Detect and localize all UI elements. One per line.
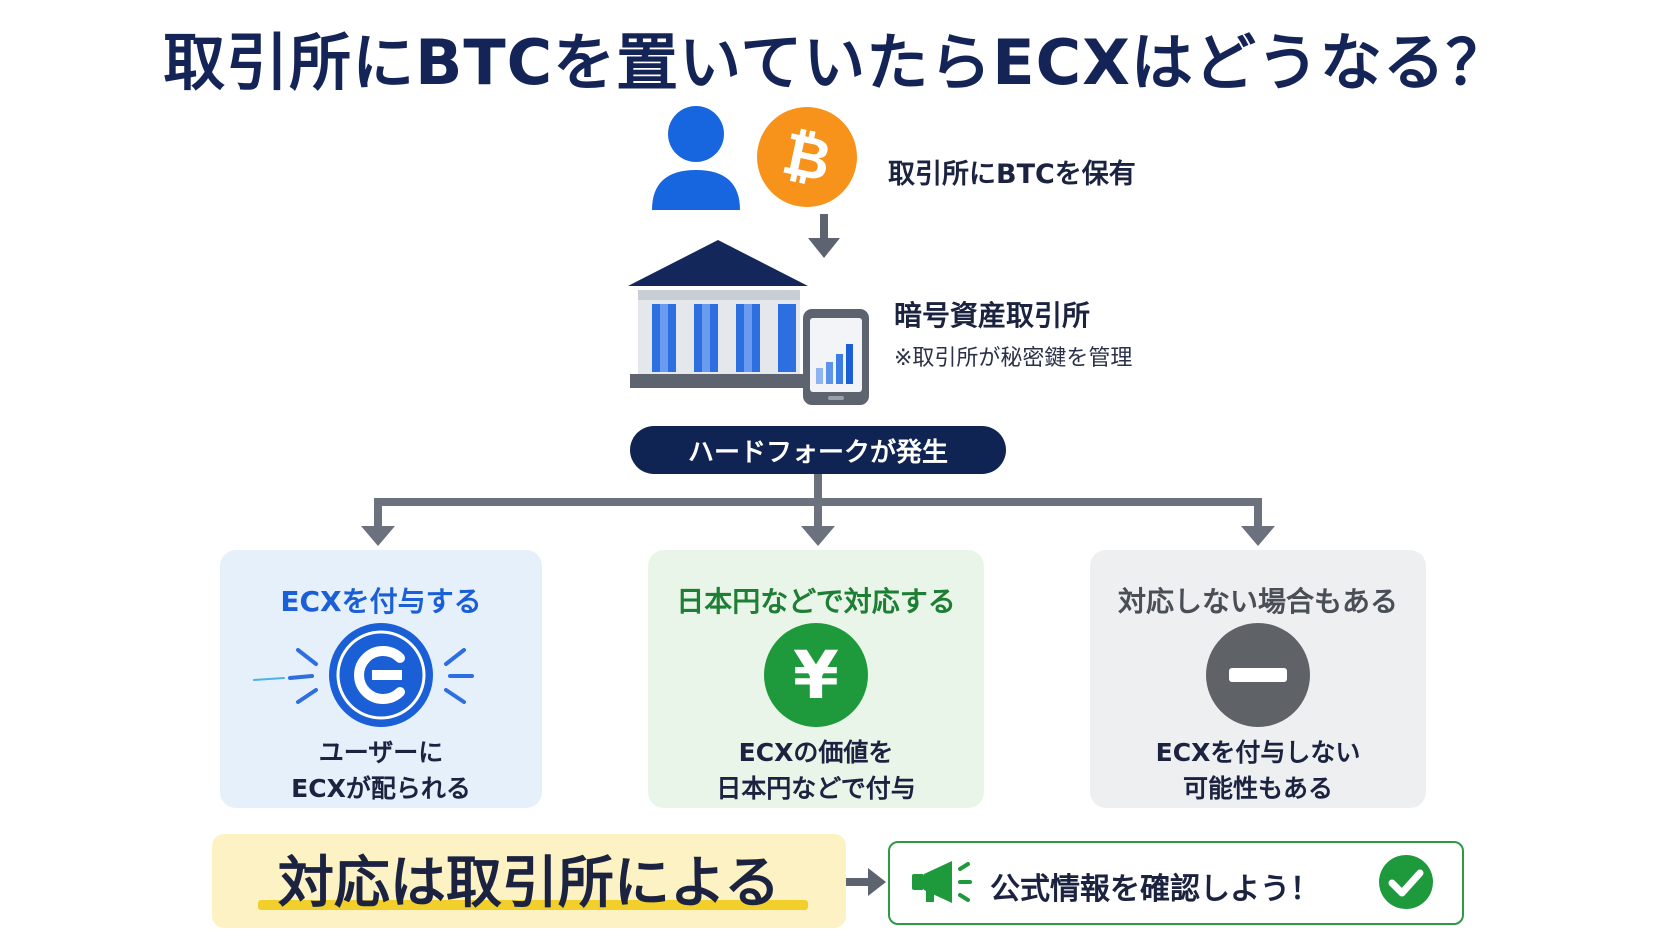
megaphone-icon xyxy=(912,861,972,903)
case-card-airdrop: ECXを付与する ユーザーに ECXが配られる xyxy=(220,550,542,808)
cta-box xyxy=(888,841,1464,925)
ecx-coin-icon xyxy=(253,623,474,727)
exchange-name: 暗号資産取引所 xyxy=(894,299,1091,332)
cta-text: 公式情報を確認しよう！ xyxy=(990,872,1320,907)
svg-text:¥: ¥ xyxy=(793,637,839,714)
case-card-none: 対応しない場合もある ECXを付与しない 可能性もある xyxy=(1090,550,1426,808)
case-card-yen: 日本円などで対応する ¥ ECXの価値を 日本円などで付与 xyxy=(648,550,984,808)
page-title: 取引所にBTCを置いていたらECXはどうなる？ xyxy=(163,26,1509,99)
check-circle-icon xyxy=(1379,855,1433,909)
case-title-airdrop: ECXを付与する xyxy=(280,585,482,618)
conclusion-text: 対応は取引所による xyxy=(277,851,781,916)
conclusion-box xyxy=(212,834,846,928)
phone-chart-icon xyxy=(803,309,869,405)
bitcoin-icon: ₿ xyxy=(757,107,857,207)
holding-label: 取引所にBTCを保有 xyxy=(888,159,1136,190)
user-icon xyxy=(652,106,740,210)
arrow-down-icon xyxy=(808,214,840,258)
arrow-right-icon xyxy=(846,868,886,896)
exchange-note: ※取引所が秘密鍵を管理 xyxy=(894,346,1133,371)
case-title-yen: 日本円などで対応する xyxy=(676,585,956,618)
case-title-none: 対応しない場合もある xyxy=(1117,585,1398,618)
conclusion-underline xyxy=(258,900,808,910)
case-desc-none: ECXを付与しない 可能性もある xyxy=(1155,738,1361,803)
minus-circle-icon xyxy=(1206,623,1310,727)
case-desc-yen: ECXの価値を 日本円などで付与 xyxy=(716,738,916,803)
yen-coin-icon: ¥ xyxy=(764,623,868,727)
event-pill: ハードフォークが発生 xyxy=(630,426,1006,474)
case-desc-airdrop: ユーザーに ECXが配られる xyxy=(291,738,471,803)
bank-icon xyxy=(628,240,808,388)
branch-connector xyxy=(361,474,1275,546)
